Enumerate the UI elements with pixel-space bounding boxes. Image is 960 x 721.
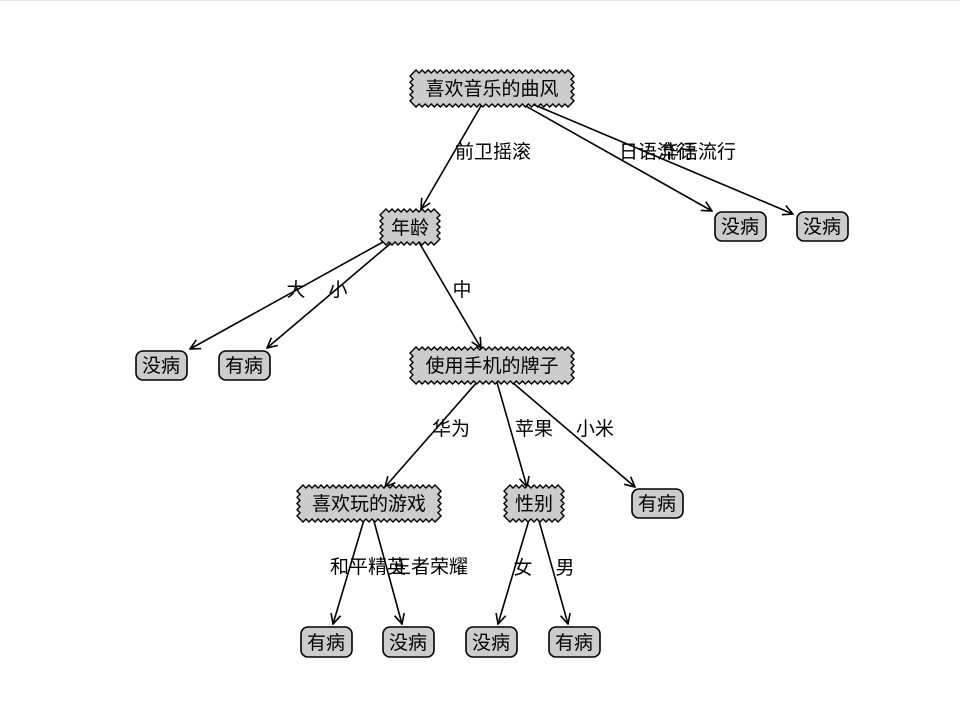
leaf-label: 没病	[803, 216, 841, 238]
edge-label-female: 女	[513, 557, 532, 579]
edge-label-middle: 中	[452, 279, 471, 301]
edge-root-age	[421, 86, 493, 209]
leaf-label: 没病	[142, 355, 180, 377]
edge-gender-female	[498, 502, 535, 624]
edge-label-huawei: 华为	[432, 418, 470, 440]
edge-label-small: 小	[328, 279, 347, 301]
edge-label-peace: 和平精英	[330, 556, 406, 578]
leaf-label: 没病	[472, 632, 510, 654]
edge-label-apple: 苹果	[515, 418, 553, 440]
edge-label-big: 大	[286, 279, 305, 301]
decision-node-game: 喜欢玩的游戏	[296, 484, 442, 523]
leaf-label: 有病	[555, 632, 593, 654]
edge-game-honor	[368, 502, 402, 624]
leaf-node: 没病	[796, 211, 849, 242]
edge-age-big	[190, 226, 411, 349]
edge-phone-huawei	[385, 364, 493, 487]
edge-gender-male	[533, 502, 568, 624]
edges-layer	[190, 86, 793, 624]
leaf-node: 没病	[714, 211, 767, 242]
leaf-label: 没病	[389, 632, 427, 654]
edge-label-honor: 王者荣耀	[392, 556, 468, 578]
decision-nodes-layer: 喜欢音乐的曲风 年龄 使用手机的牌子 喜欢玩的游戏 性别	[296, 69, 575, 523]
edge-labels-layer: 前卫摇滚 日语流行 华语流行 大 小 中 华为 苹果 小米 和平精英 王者荣耀 …	[286, 141, 736, 579]
decision-node-phone: 使用手机的牌子	[409, 346, 575, 385]
leaf-nodes-layer: 没病 没病 没病 有病 有病 有病	[135, 211, 849, 658]
leaf-label: 没病	[721, 216, 759, 238]
leaf-node: 有病	[218, 350, 271, 381]
edge-root-japanese	[491, 86, 712, 211]
edge-label-rock: 前卫摇滚	[455, 141, 531, 163]
decision-node-gender: 性别	[503, 484, 565, 523]
leaf-node: 没病	[135, 350, 188, 381]
node-label-music-style: 喜欢音乐的曲风	[425, 78, 558, 100]
edge-age-middle	[409, 226, 481, 348]
edge-label-xiaomi: 小米	[576, 418, 614, 440]
edge-label-chinese: 华语流行	[660, 141, 736, 163]
node-label-game: 喜欢玩的游戏	[312, 493, 426, 515]
leaf-label: 有病	[307, 632, 345, 654]
leaf-node: 有病	[300, 626, 353, 658]
edge-label-japanese: 日语流行	[619, 141, 695, 163]
node-label-phone-brand: 使用手机的牌子	[425, 355, 558, 377]
decision-node-age: 年龄	[379, 208, 441, 246]
edge-label-male: 男	[555, 557, 574, 579]
leaf-label: 有病	[638, 493, 676, 515]
leaf-node: 有病	[631, 488, 684, 519]
edge-game-peace	[333, 502, 370, 624]
leaf-node: 有病	[548, 626, 601, 658]
leaf-node: 没病	[382, 626, 435, 658]
leaf-node: 没病	[465, 626, 518, 658]
edge-root-chinese	[491, 86, 793, 214]
leaf-label: 有病	[225, 355, 263, 377]
edge-phone-xiaomi	[491, 364, 635, 487]
decision-node-root: 喜欢音乐的曲风	[409, 69, 575, 108]
edge-phone-apple	[491, 364, 527, 487]
node-label-gender: 性别	[515, 493, 553, 515]
node-label-age: 年龄	[391, 217, 429, 239]
edge-age-small	[267, 226, 411, 348]
